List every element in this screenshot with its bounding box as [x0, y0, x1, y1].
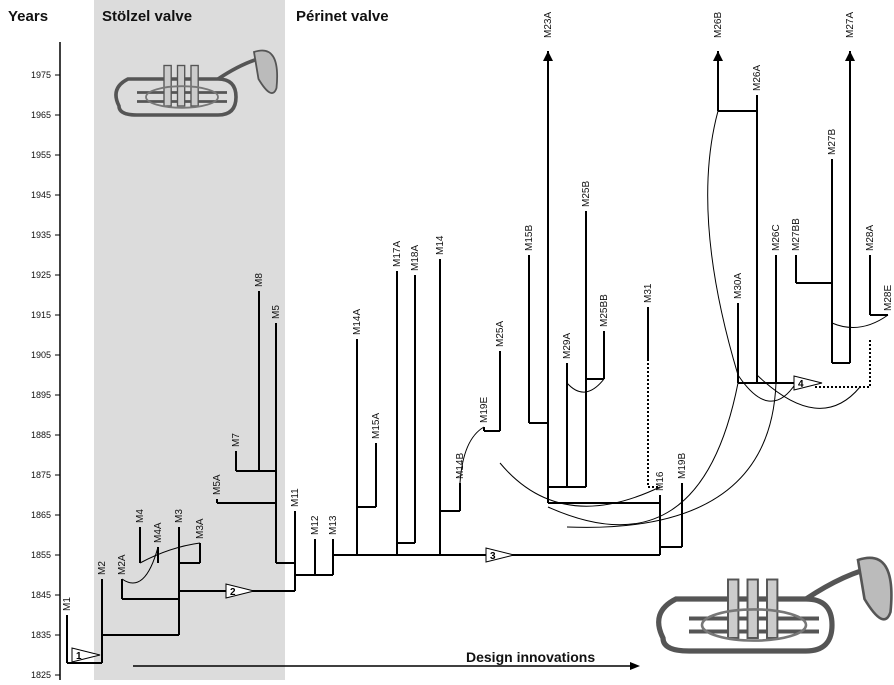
model-label: M27BB — [791, 218, 802, 251]
perinet-cornet-illustration — [659, 558, 892, 651]
m26b-arrow-head — [713, 51, 723, 61]
innovation-number: 3 — [490, 551, 496, 562]
perinet-valve-header: Périnet valve — [296, 8, 389, 25]
model-label: M8 — [254, 273, 265, 287]
design-innovations-arrow-head — [630, 662, 640, 670]
axis-tick-label: 1935 — [31, 230, 51, 240]
model-label: M1 — [62, 597, 73, 611]
model-label: M7 — [231, 433, 242, 447]
model-label: M4A — [153, 522, 164, 543]
cornet-bell — [858, 558, 891, 619]
model-label: M19B — [677, 453, 688, 479]
m27a-arrow-head — [845, 51, 855, 61]
model-label: M27A — [845, 12, 856, 38]
axis-tick-label: 1915 — [31, 310, 51, 320]
model-label: M12 — [310, 515, 321, 535]
m23a-arrow-head — [543, 51, 553, 61]
axis-tick-label: 1835 — [31, 630, 51, 640]
model-label: M17A — [392, 241, 403, 267]
model-label: M5 — [271, 305, 282, 319]
model-label: M15A — [371, 413, 382, 439]
model-label: M25A — [495, 321, 506, 347]
cornet-valve — [164, 66, 171, 107]
cornet-valve — [728, 580, 738, 639]
axis-tick-label: 1955 — [31, 150, 51, 160]
link-curve — [500, 463, 660, 506]
model-label: M25B — [581, 181, 592, 207]
axis-tick-label: 1885 — [31, 430, 51, 440]
dotted-link — [648, 359, 660, 487]
model-label: M2 — [97, 561, 108, 575]
model-label: M13 — [328, 515, 339, 535]
model-label: M16 — [655, 471, 666, 491]
model-label: M31 — [643, 283, 654, 303]
axis-tick-label: 1905 — [31, 350, 51, 360]
axis-tick-label: 1875 — [31, 470, 51, 480]
model-label: M14A — [352, 309, 363, 335]
model-label: M26C — [771, 224, 782, 251]
model-label: M29A — [562, 333, 573, 359]
axis-tick-label: 1975 — [31, 70, 51, 80]
model-label: M18A — [410, 245, 421, 271]
axis-tick-label: 1895 — [31, 390, 51, 400]
model-label: M19E — [479, 397, 490, 423]
axis-tick-label: 1855 — [31, 550, 51, 560]
model-label: M26B — [713, 12, 724, 38]
model-label: M28E — [883, 285, 894, 311]
innovation-number: 2 — [230, 587, 236, 598]
innovation-number: 1 — [76, 651, 82, 662]
model-label: M25BB — [599, 294, 610, 327]
model-label: M23A — [543, 12, 554, 38]
model-label: M3A — [195, 518, 206, 539]
axis-tick-label: 1945 — [31, 190, 51, 200]
link-curve — [708, 111, 738, 375]
innovation-number: 4 — [798, 379, 804, 390]
axis-tick-label: 1825 — [31, 670, 51, 680]
link-curve — [738, 375, 796, 401]
axis-tick-label: 1965 — [31, 110, 51, 120]
model-label: M14B — [455, 453, 466, 479]
model-label: M2A — [117, 554, 128, 575]
years-header: Years — [8, 8, 48, 25]
model-label: M5A — [212, 474, 223, 495]
model-label: M11 — [290, 488, 301, 507]
model-label: M14 — [435, 235, 446, 255]
axis-tick-label: 1845 — [31, 590, 51, 600]
axis-tick-label: 1865 — [31, 510, 51, 520]
model-label: M15B — [524, 225, 535, 251]
model-label: M28A — [865, 225, 876, 251]
model-label: M4 — [135, 509, 146, 523]
model-label: M3 — [174, 509, 185, 523]
model-label: M27B — [827, 129, 838, 155]
design-innovations-label: Design innovations — [466, 649, 595, 665]
stolzel-valve-header: Stölzel valve — [102, 8, 192, 25]
model-label: M30A — [733, 273, 744, 299]
model-label: M26A — [752, 65, 763, 91]
link-curve — [832, 315, 888, 328]
axis-tick-label: 1925 — [31, 270, 51, 280]
